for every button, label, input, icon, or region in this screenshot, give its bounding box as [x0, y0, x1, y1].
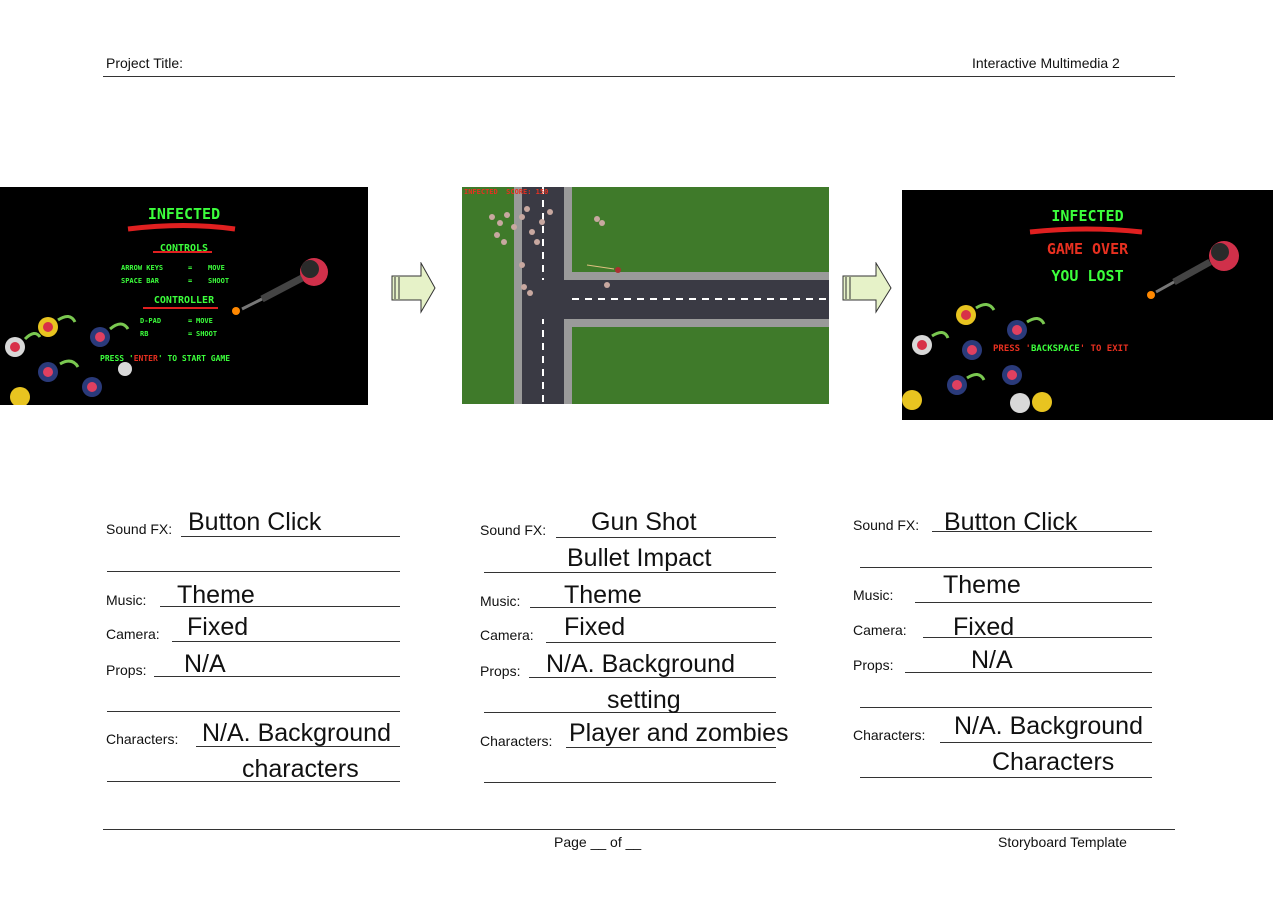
sound-fx-line-2 — [107, 571, 400, 572]
sound-fx-label: Sound FX: — [106, 521, 173, 537]
camera-value: Fixed — [187, 613, 249, 641]
camera-value: Fixed — [564, 613, 626, 641]
sound-fx-value: Button Click — [188, 508, 322, 536]
press-enter-prompt: PRESS 'ENTER' TO START GAME — [100, 354, 231, 363]
characters-line — [566, 747, 776, 748]
sound-fx-line — [181, 536, 400, 537]
next-arrow-icon — [391, 262, 436, 314]
props-value: N/A — [184, 650, 226, 678]
sound-fx-value: Gun Shot — [591, 508, 697, 536]
characters-label: Characters: — [106, 731, 179, 747]
props-label: Props: — [853, 657, 894, 673]
sound-fx-label: Sound FX: — [480, 522, 547, 538]
camera-line — [546, 642, 776, 643]
player-sprite — [1147, 241, 1239, 299]
props-line — [154, 676, 400, 677]
controls-heading: CONTROLS — [159, 243, 209, 254]
music-line — [915, 602, 1152, 603]
camera-label: Camera: — [106, 626, 160, 642]
props-line-2 — [860, 707, 1152, 708]
music-label: Music: — [106, 592, 147, 608]
characters-line — [196, 746, 400, 747]
characters-line-2 — [107, 781, 400, 782]
game-over-panel: INFECTED GAME OVER YOU LOST PRESS 'BACKS… — [902, 190, 1273, 420]
player-sprite — [232, 258, 328, 315]
game-over-art — [902, 226, 1239, 413]
sound-fx-label: Sound FX: — [853, 517, 920, 533]
characters-value: N/A. Background — [202, 719, 391, 747]
sound-fx-value-2: Bullet Impact — [567, 544, 712, 572]
footer-rule — [103, 829, 1175, 830]
start-screen-panel: INFECTED CONTROLS ARROW KEYS = MOVE SPAC… — [0, 187, 368, 405]
sound-fx-line-2 — [484, 572, 776, 573]
music-line — [530, 607, 776, 608]
props-line — [529, 677, 776, 678]
hud: INFECTED SCORE: 150 — [464, 188, 549, 196]
project-title-label: Project Title: — [106, 55, 184, 71]
props-value-2: setting — [607, 686, 681, 714]
music-value: Theme — [943, 571, 1021, 599]
props-label: Props: — [106, 662, 147, 678]
next-arrow-icon — [842, 262, 892, 314]
characters-line — [940, 742, 1152, 743]
sound-fx-line — [556, 537, 776, 538]
control-row: ARROW KEYS = MOVE — [121, 264, 225, 272]
props-label: Props: — [480, 663, 521, 679]
template-name: Storyboard Template — [998, 834, 1127, 850]
game-title: INFECTED — [147, 205, 221, 223]
music-label: Music: — [853, 587, 894, 603]
music-label: Music: — [480, 593, 521, 609]
characters-line-2 — [860, 777, 1152, 778]
characters-line-2 — [484, 782, 776, 783]
player-marker — [615, 267, 621, 273]
page-number: Page __ of __ — [554, 834, 642, 850]
characters-value-2: Characters — [992, 748, 1115, 776]
props-value: N/A. Background — [546, 650, 735, 678]
characters-value: Player and zombies — [569, 719, 789, 747]
music-value: Theme — [564, 581, 642, 609]
music-line — [160, 606, 400, 607]
props-line-2 — [484, 712, 776, 713]
sound-fx-value: Button Click — [944, 508, 1078, 536]
game-title: INFECTED — [1051, 207, 1124, 225]
controller-row: RB = SHOOT — [140, 330, 218, 338]
controller-heading: CONTROLLER — [153, 295, 215, 306]
sound-fx-line — [932, 531, 1152, 532]
you-lost-text: YOU LOST — [1051, 267, 1124, 285]
props-value: N/A — [971, 646, 1013, 674]
gameplay-panel: INFECTED SCORE: 150 — [462, 187, 829, 404]
camera-label: Camera: — [480, 627, 534, 643]
zombie-horde — [902, 303, 1052, 413]
props-line-2 — [107, 711, 400, 712]
sound-fx-line-2 — [860, 567, 1152, 568]
start-screen-art — [5, 223, 328, 405]
camera-line — [923, 637, 1152, 638]
game-over-text: GAME OVER — [1046, 240, 1129, 258]
camera-line — [172, 641, 400, 642]
zombie-cluster — [489, 206, 610, 296]
header-rule — [103, 76, 1175, 77]
characters-value: N/A. Background — [954, 712, 1143, 740]
camera-label: Camera: — [853, 622, 907, 638]
zombie-horde — [5, 315, 132, 405]
gameplay-map — [489, 187, 829, 404]
camera-value: Fixed — [953, 613, 1015, 641]
characters-value-2: characters — [242, 755, 359, 783]
characters-label: Characters: — [853, 727, 926, 743]
controller-row: D-PAD = MOVE — [140, 317, 213, 325]
music-value: Theme — [177, 581, 255, 609]
press-backspace-prompt: PRESS 'BACKSPACE' TO EXIT — [993, 344, 1129, 354]
control-row: SPACE BAR = SHOOT — [121, 277, 230, 285]
props-line — [905, 672, 1152, 673]
course-name: Interactive Multimedia 2 — [972, 55, 1120, 71]
characters-label: Characters: — [480, 733, 553, 749]
